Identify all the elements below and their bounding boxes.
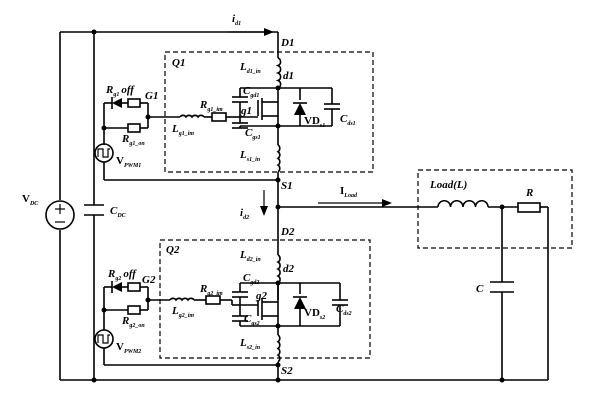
- load-box: [417, 169, 573, 249]
- cgd2-label: Cgd2: [243, 272, 259, 286]
- vdc-label: VDC: [22, 193, 39, 207]
- rg1-on-label: Rg1_on: [121, 133, 145, 147]
- q1-label: Q1: [172, 57, 185, 69]
- id2-label: id2: [240, 207, 249, 221]
- id2-arrow: [260, 190, 268, 216]
- rg2-on-label: Rg2_on: [121, 315, 145, 329]
- ls1-label: Ls1_in: [239, 149, 261, 163]
- vds2-label: VDs2: [304, 307, 325, 321]
- g2-terminal-label: G2: [142, 274, 156, 286]
- iload-label: ILoad: [340, 185, 358, 199]
- ld1-label: Ld1_in: [239, 61, 261, 75]
- rg2-im-label: Rg2_im: [199, 283, 223, 297]
- cds1-label: Cds1: [340, 113, 356, 127]
- s2-terminal-label: S2: [281, 365, 293, 377]
- rg2-off-resistor: [127, 282, 141, 292]
- lg2-label: Lg2_im: [171, 305, 194, 319]
- rg1-off-resistor: [127, 98, 141, 108]
- cds1-capacitor-symbol: [324, 88, 340, 126]
- d1-terminal-label: D1: [280, 37, 294, 49]
- q2-module-box: [159, 239, 371, 359]
- cgs2-label: Cgs2: [244, 313, 260, 327]
- cds2-label: Cds2: [336, 303, 352, 317]
- vpwm1-label: VPWM1: [116, 155, 141, 169]
- g1-node-label: g1: [240, 105, 252, 117]
- vpwm1-source-symbol: [94, 143, 114, 163]
- q1-body-diode-symbol: [293, 88, 307, 126]
- ld2-label: Ld2_in: [239, 249, 261, 263]
- rg1-on-resistor: [127, 123, 141, 133]
- ls2-label: Ls2_in: [239, 337, 261, 351]
- load-capacitor-symbol: [490, 281, 514, 293]
- rg1-im-label: Rg1_im: [199, 99, 223, 113]
- cds2-capacitor-symbol: [332, 283, 348, 326]
- vpwm2-source-symbol: [94, 329, 114, 349]
- cgd1-label: Cgd1: [243, 85, 259, 99]
- cgs1-label: Cgs1: [245, 127, 261, 141]
- d2-terminal-label: D2: [280, 226, 295, 238]
- s1-terminal-label: S1: [281, 180, 293, 192]
- iload-arrow: [318, 199, 392, 207]
- g2-node-label: g2: [255, 290, 268, 302]
- cdc-label: CDC: [110, 205, 127, 219]
- q2-label: Q2: [166, 244, 180, 256]
- rg2-on-resistor: [127, 305, 141, 315]
- q1-module-box: [164, 51, 374, 173]
- load-label: Load(L): [429, 179, 467, 191]
- lg2-inductor: [169, 297, 195, 302]
- rg2-im-resistor: [205, 295, 221, 305]
- dc-link-capacitor-symbol: [84, 204, 104, 216]
- ld2-inductor: [276, 254, 281, 284]
- g1-terminal-label: G1: [145, 90, 158, 102]
- load-resistor: [517, 202, 541, 213]
- ls2-inductor: [276, 334, 281, 363]
- rg1-im-resistor: [211, 112, 227, 122]
- id1-label: id1: [232, 13, 241, 27]
- ls1-inductor: [276, 144, 281, 173]
- d1-node-label: d1: [283, 70, 294, 82]
- ld1-inductor: [275, 57, 282, 89]
- load-resistor-label: R: [525, 187, 533, 199]
- lg1-label: Lg1_im: [171, 123, 194, 137]
- lg1-inductor: [179, 114, 205, 119]
- q2-body-diode-symbol: [293, 283, 307, 326]
- id1-arrow: [228, 28, 274, 36]
- q2-mosfet-symbol: [257, 283, 279, 326]
- load-inductor: [437, 199, 489, 208]
- d2-node-label: d2: [283, 263, 295, 275]
- load-capacitor-label: C: [476, 283, 484, 295]
- dc-source-symbol: [45, 200, 75, 230]
- vpwm2-label: VPWM2: [116, 341, 141, 355]
- main-wiring: [59, 31, 549, 381]
- vds1-label: VDs1: [304, 115, 325, 129]
- junction-dots: [91, 29, 505, 383]
- q1-mosfet-symbol: [257, 98, 279, 126]
